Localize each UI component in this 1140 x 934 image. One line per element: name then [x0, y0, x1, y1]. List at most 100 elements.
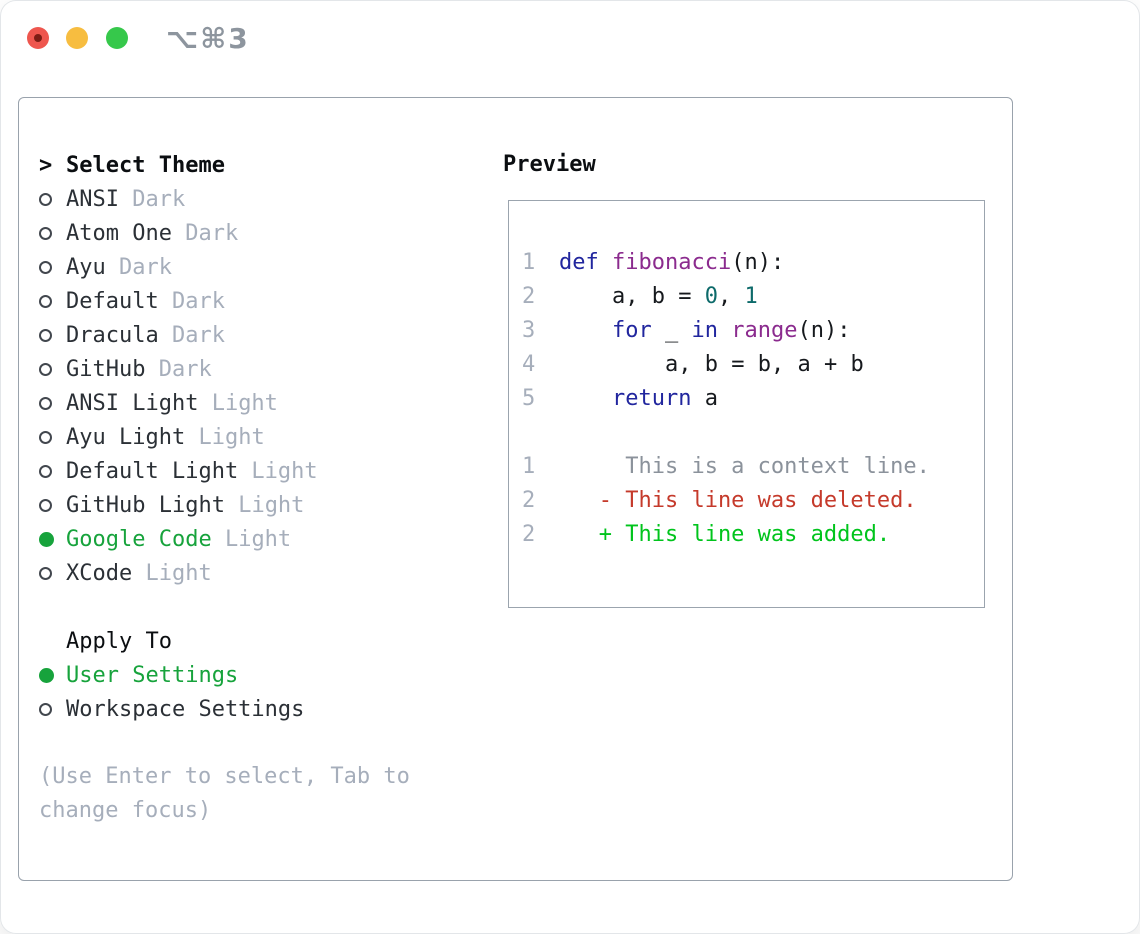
theme-option[interactable]: Default Light Light [39, 454, 489, 488]
theme-name: GitHub Light [66, 492, 225, 518]
code-segment: fibonacci [612, 250, 732, 275]
line-number: 4 [522, 352, 536, 377]
code-segment: , [625, 284, 652, 309]
theme-name: ANSI Light [66, 390, 199, 416]
code-line: 2 - This line was deleted. [522, 488, 984, 522]
code-segment: a [611, 284, 626, 309]
code-segment: (n): [797, 318, 851, 343]
apply-to-option[interactable]: User Settings [39, 658, 489, 692]
theme-option[interactable]: ANSI Light Light [39, 386, 489, 420]
code-segment: - This line was deleted. [559, 488, 917, 513]
code-segment: return [611, 386, 692, 411]
theme-option[interactable]: Dracula Dark [39, 318, 489, 352]
code-segment: + This line was added. [559, 522, 891, 547]
minimize-button[interactable] [66, 27, 88, 49]
theme-option[interactable]: XCode Light [39, 556, 489, 590]
radio-selected-icon [39, 531, 66, 547]
theme-variant: Dark [171, 220, 239, 246]
theme-variant: Light [185, 424, 265, 450]
theme-name: Google Code [66, 526, 212, 552]
theme-name: Ayu [66, 254, 106, 280]
unsaved-indicator-dot [34, 34, 42, 42]
theme-option[interactable]: Google Code Light [39, 522, 489, 556]
code-segment: = [664, 284, 705, 309]
theme-variant: Dark [158, 288, 225, 314]
code-line: 4 a, b = b, a + b [522, 352, 984, 386]
radio-icon [39, 192, 66, 206]
radio-icon [39, 260, 66, 274]
code-segment: a [797, 352, 811, 377]
select-theme-header: > Select Theme [39, 148, 489, 182]
code-segment: (n): [731, 250, 785, 275]
code-segment: + [810, 352, 851, 377]
theme-option[interactable]: GitHub Dark [39, 352, 489, 386]
theme-option[interactable]: Atom One Dark [39, 216, 489, 250]
theme-variant: Light [198, 390, 278, 416]
radio-icon [39, 566, 66, 580]
code-segment: _ [651, 318, 692, 343]
maximize-button[interactable] [106, 27, 128, 49]
code-segment: 0 [704, 284, 718, 309]
radio-icon [39, 464, 66, 478]
code-line: 2 + This line was added. [522, 522, 984, 556]
theme-option[interactable]: ANSI Dark [39, 182, 489, 216]
code-line [522, 420, 984, 454]
spacer [39, 726, 489, 760]
theme-option[interactable]: Default Dark [39, 284, 489, 318]
theme-name: XCode [66, 560, 133, 586]
code-segment: range [731, 318, 798, 343]
theme-option[interactable]: GitHub Light Light [39, 488, 489, 522]
line-number: 1 [522, 250, 536, 275]
select-theme-title: Select Theme [66, 152, 225, 178]
keyboard-hint: (Use Enter to select, Tab to change focu… [39, 760, 489, 828]
radio-icon [39, 328, 66, 342]
line-number: 2 [522, 284, 536, 309]
apply-to-label: Workspace Settings [66, 696, 305, 722]
code-line: 5 return a [522, 386, 984, 420]
theme-option[interactable]: Ayu Dark [39, 250, 489, 284]
theme-option[interactable]: Ayu Light Light [39, 420, 489, 454]
code-segment: a [704, 386, 718, 411]
apply-to-header: Apply To [39, 624, 489, 658]
titlebar: ⌥⌘3 [0, 0, 1140, 97]
hint-line-1: (Use Enter to select, Tab to [39, 764, 410, 789]
code-segment: b [704, 352, 718, 377]
code-segment [559, 318, 612, 352]
code-segment [559, 284, 612, 318]
code-segment: This is a context line. [559, 454, 930, 479]
window-shortcut-label: ⌥⌘3 [166, 22, 250, 55]
theme-variant: Light [238, 458, 318, 484]
theme-variant: Dark [105, 254, 172, 280]
line-number: 2 [522, 488, 536, 513]
code-segment [599, 250, 612, 284]
code-segment: for [611, 318, 652, 343]
theme-name: GitHub [66, 356, 146, 382]
line-number [522, 420, 559, 454]
code-segment: b [850, 352, 864, 377]
theme-variant: Dark [158, 322, 225, 348]
radio-icon [39, 226, 66, 240]
code-segment: b [651, 284, 665, 309]
radio-icon [39, 430, 66, 444]
radio-selected-icon [39, 667, 66, 683]
preview-title: Preview [503, 152, 596, 177]
code-segment: = [717, 352, 758, 377]
apply-to-option[interactable]: Workspace Settings [39, 692, 489, 726]
line-number: 1 [522, 454, 536, 479]
theme-variant: Light [224, 492, 305, 518]
line-number: 2 [522, 522, 536, 547]
close-button[interactable] [27, 27, 49, 49]
code-segment: , [770, 352, 798, 377]
radio-icon [39, 294, 66, 308]
code-segment: b [757, 352, 771, 377]
focus-arrow-icon: > [39, 152, 53, 178]
apply-to-label: User Settings [66, 662, 239, 688]
line-number: 3 [522, 318, 536, 343]
apply-to-title: Apply To [66, 628, 172, 654]
theme-name: ANSI [66, 186, 119, 212]
code-line: 2 a, b = 0, 1 [522, 284, 984, 318]
theme-name: Atom One [66, 220, 172, 246]
